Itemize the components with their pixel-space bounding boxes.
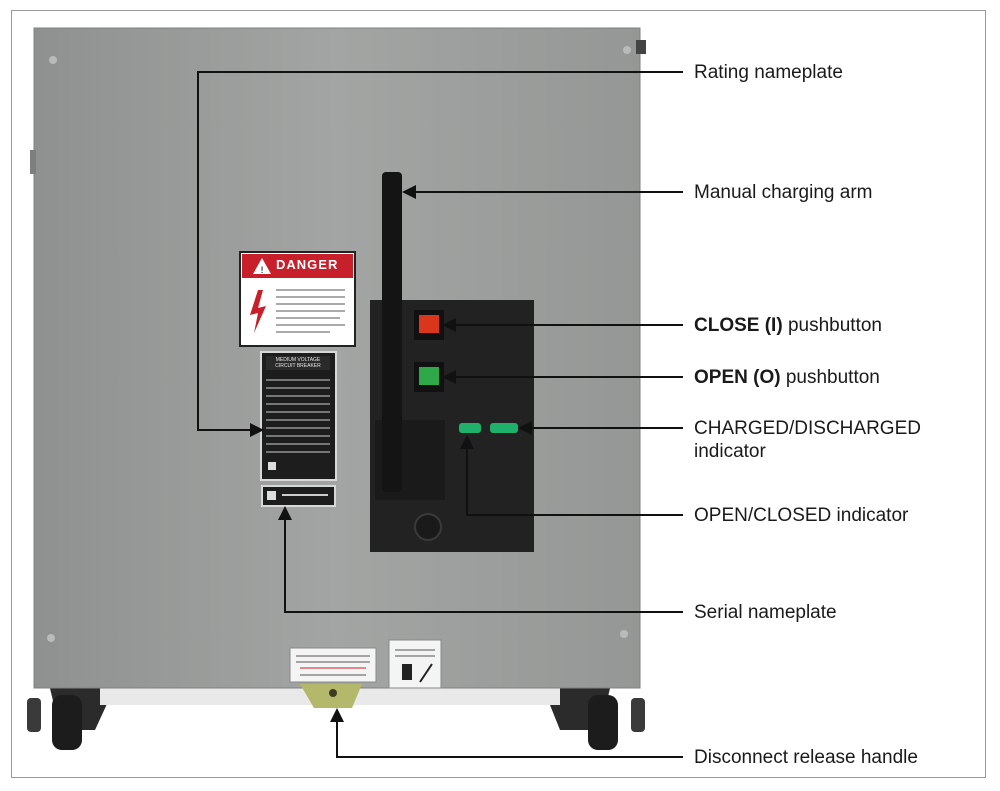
connection-label <box>388 639 442 689</box>
manual-charging-arm-label: Manual charging arm <box>694 182 873 203</box>
wheels <box>27 680 645 750</box>
disconnect-handle[interactable] <box>300 684 362 708</box>
open-pushbutton-label-strong: OPEN (O) <box>694 367 781 388</box>
figure-frame <box>11 10 986 778</box>
danger-label-text: DANGER <box>276 257 339 272</box>
charged-indicator-label-line2: indicator <box>694 441 766 462</box>
open-pushbutton-label-rest: pushbutton <box>780 367 880 388</box>
charging-arm[interactable] <box>382 172 402 492</box>
arrowheads <box>250 185 532 722</box>
rating-nameplate-label: Rating nameplate <box>694 62 843 83</box>
open-closed-indicator <box>459 423 481 433</box>
danger-label: ! <box>239 251 356 347</box>
svg-text:!: ! <box>260 266 264 276</box>
close-pushbutton-label-strong: CLOSE (I) <box>694 315 783 336</box>
open-pushbutton-label: OPEN (O) pushbutton <box>694 366 880 389</box>
open-button[interactable] <box>414 362 444 392</box>
close-pushbutton-label: CLOSE (I) pushbutton <box>694 314 882 337</box>
close-pushbutton-label-rest: pushbutton <box>782 315 882 336</box>
serial-nameplate-label: Serial nameplate <box>694 602 837 623</box>
charged-indicator-label-line1: CHARGED/DISCHARGED <box>694 418 921 439</box>
release-instruction-label <box>289 647 377 683</box>
rating-nameplate <box>260 351 337 481</box>
nameplate-title-text: MEDIUM VOLTAGE CIRCUIT BREAKER <box>275 357 321 369</box>
leader-lines <box>197 71 683 758</box>
disconnect-handle-label: Disconnect release handle <box>694 747 918 768</box>
open-closed-indicator-label: OPEN/CLOSED indicator <box>694 505 909 526</box>
close-button[interactable] <box>414 310 444 340</box>
charged-indicator-label: CHARGED/DISCHARGED indicator <box>694 417 984 463</box>
charged-indicator <box>490 423 518 433</box>
serial-nameplate <box>261 485 336 507</box>
